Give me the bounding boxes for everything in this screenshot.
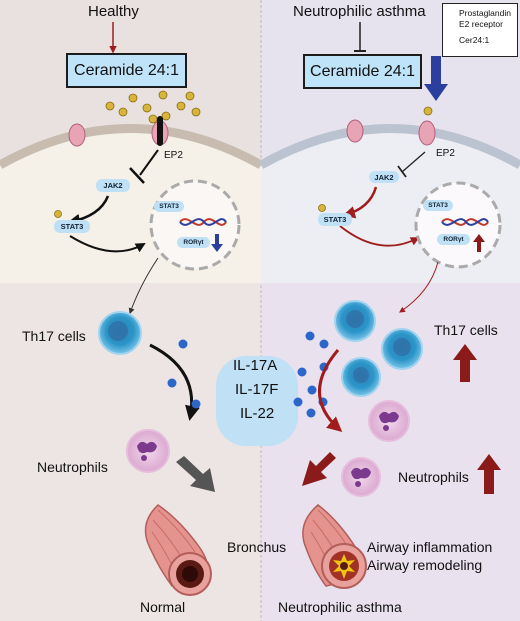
right-footer: Neutrophilic asthma (278, 599, 402, 615)
right-ep2-inhibit-line (401, 151, 426, 173)
left-stat3-arrow (69, 235, 146, 253)
right-neutrophils-label: Neutrophils (398, 469, 469, 485)
outcome-line2: Airway remodeling (367, 557, 483, 573)
neutrophils-increase-arrow-icon (477, 454, 501, 494)
dna-helix-icon-right (441, 218, 489, 226)
left-receptor-icons (68, 116, 169, 147)
right-cell-membrane (258, 124, 520, 169)
left-cell-membrane (0, 124, 264, 169)
left-th17-label: Th17 cells (22, 328, 86, 344)
left-nucleus-rorgt: RORγt (177, 237, 210, 248)
right-cytokine-dots (293, 331, 329, 418)
right-bronchus-icon (302, 504, 367, 589)
right-neutrophils-icon (341, 400, 410, 497)
legend-ceramide-label: Cer24:1 (459, 35, 490, 45)
right-phospho-dot (318, 204, 326, 212)
outcome-line1: Airway inflammation (367, 539, 493, 555)
left-ceramide-dots (105, 90, 201, 124)
right-stat3-arrow (339, 225, 420, 247)
right-stat3-pill: STAT3 (318, 213, 352, 226)
th17-increase-arrow-icon (453, 344, 477, 382)
left-neutrophil-to-bronchus-arrow (176, 456, 215, 492)
cytokine-il17f: IL-17F (235, 381, 279, 398)
left-footer: Normal (140, 599, 186, 615)
right-th17-to-neutrophil-arrow (318, 349, 343, 432)
cytokine-il22: IL-22 (240, 405, 275, 422)
right-ep2-inhibit-bar (397, 165, 407, 178)
right-th17-label: Th17 cells (434, 322, 498, 338)
left-rorgt-down-icon (211, 234, 223, 252)
right-nucleus-rorgt: RORγt (437, 234, 470, 245)
left-ep2-label: EP2 (164, 150, 183, 161)
right-rorgt-up-icon (473, 234, 485, 252)
left-stat3-pill: STAT3 (54, 220, 90, 233)
left-nucleus-stat3: STAT3 (154, 201, 184, 212)
left-ep2-inhibit-line (139, 149, 159, 176)
left-jak2-pill: JAK2 (96, 179, 130, 192)
left-ceramide-box: Ceramide 24:1 (66, 53, 187, 88)
decrease-arrow-icon (424, 56, 448, 101)
right-ep2-label: EP2 (436, 148, 455, 159)
left-th17-to-neutrophil-arrow (149, 343, 200, 421)
asthma-heading: Neutrophilic asthma (293, 3, 426, 20)
healthy-heading: Healthy (88, 3, 139, 20)
left-bronchus-icon (144, 504, 212, 596)
left-ep2-inhibit-bar (129, 167, 145, 184)
right-nucleus-stat3: STAT3 (423, 200, 453, 211)
right-ceramide-box: Ceramide 24:1 (303, 54, 422, 89)
right-nucleus-arrow (399, 261, 439, 313)
cytokine-capsule (216, 356, 298, 446)
right-receptor-icons (346, 119, 436, 146)
right-th17-cells-icon (334, 300, 423, 397)
left-cytokine-dots (167, 339, 201, 409)
legend-receptor-line2: E2 receptor (459, 19, 503, 29)
left-neutrophil-icon (126, 429, 170, 473)
cytokine-il17a: IL-17A (233, 357, 278, 374)
left-th17-cell-icon (98, 311, 142, 355)
right-neutrophil-to-bronchus-arrow (302, 452, 336, 486)
legend-receptor-line1: Prostaglandin (459, 8, 511, 18)
left-nucleus (149, 179, 241, 271)
right-ceramide-dot (423, 106, 433, 116)
left-phospho-dot (54, 210, 62, 218)
legend-box (442, 3, 518, 57)
left-nucleus-arrow (128, 257, 159, 315)
right-jak2-pill: JAK2 (369, 171, 399, 183)
bronchus-label: Bronchus (227, 539, 287, 555)
left-neutrophils-label: Neutrophils (37, 459, 108, 475)
dna-helix-icon (179, 218, 227, 226)
